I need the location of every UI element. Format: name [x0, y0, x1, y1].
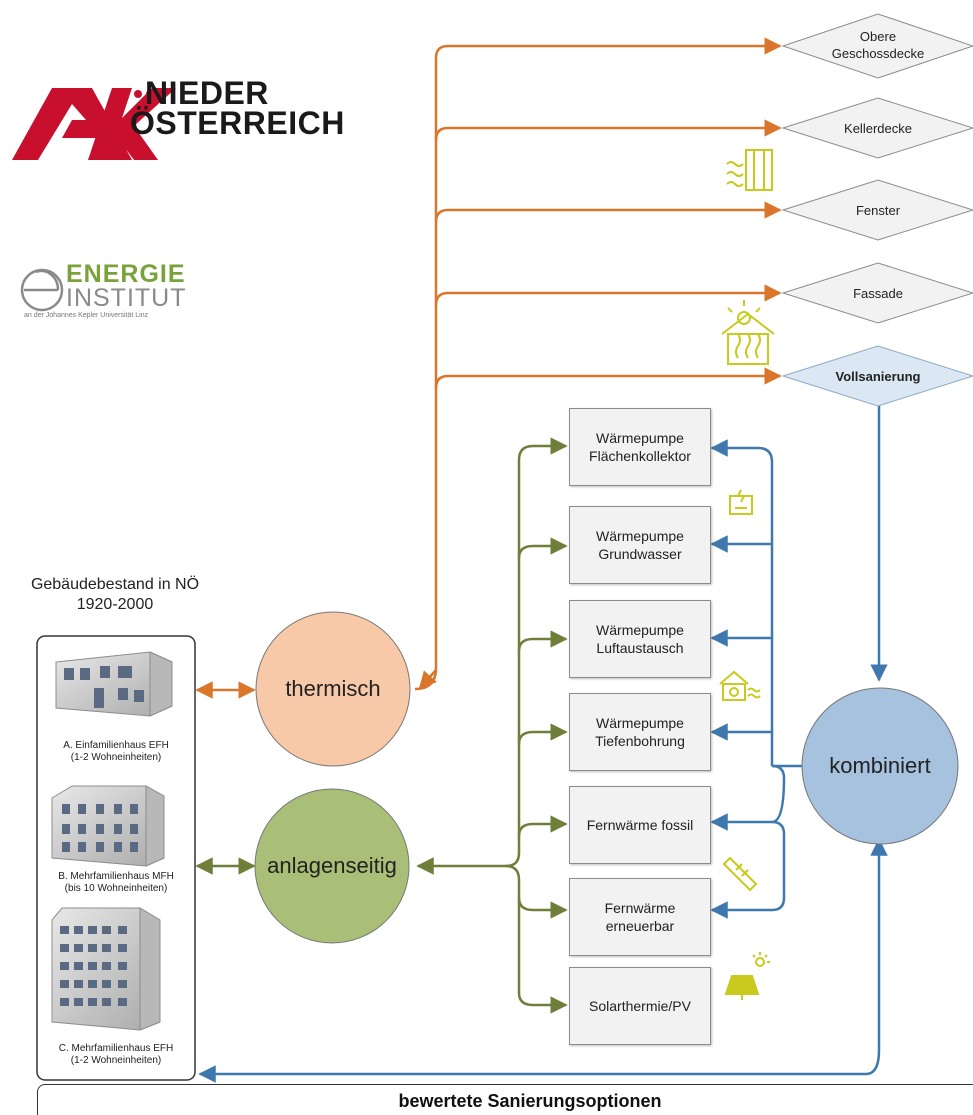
combined-connectors	[198, 394, 888, 1083]
building-stock-title-line2: 1920-2000	[76, 596, 154, 613]
option-line1: Solarthermie/PV	[589, 998, 691, 1014]
house-heating-icon	[721, 300, 775, 365]
diamond-fenster-label: Fenster	[855, 203, 901, 218]
node-thermisch-label: thermisch	[285, 676, 381, 701]
building-mfh-block-image	[51, 907, 161, 1031]
building-mfh-image	[51, 785, 165, 867]
building-label-c-line1: C. Mehrfamilienhaus EFH	[58, 1043, 174, 1054]
option-line2: Flächenkollektor	[589, 448, 691, 464]
district-heat-pipe-icon	[722, 856, 758, 892]
diamond-obere-geschossdecke[interactable]	[781, 13, 973, 79]
building-label-b-line2: (bis 10 Wohneinheiten)	[64, 883, 168, 894]
thermal-option-diamonds	[781, 13, 973, 407]
building-efh-image	[55, 651, 173, 717]
diamond-obere-label-line2: Geschossdecke	[831, 46, 925, 61]
diamond-obere-label-line1: Obere	[859, 29, 897, 44]
ak-logo	[12, 88, 176, 160]
building-label-c-line2: (1-2 Wohneinheiten)	[70, 1055, 162, 1066]
option-line2: Tiefenbohrung	[595, 733, 685, 749]
building-stock-title-line1: Gebäudebestand in NÖ	[30, 576, 200, 593]
thermal-connectors	[195, 37, 782, 699]
building-label-a-line1: A. Einfamilienhaus EFH	[63, 740, 169, 751]
energieinstitut-logo	[20, 268, 64, 312]
node-thermisch[interactable]	[255, 611, 411, 767]
heat-pump-unit-icon	[729, 489, 753, 515]
ei-logo-tagline: an der Johannes Kepler Universität Linz	[24, 312, 149, 319]
diamond-kellerdecke[interactable]	[781, 97, 973, 159]
diamond-fenster[interactable]	[781, 179, 973, 241]
ak-logo-line1: NIEDER	[145, 75, 269, 111]
ei-logo-line1: ENERGIE	[66, 260, 186, 288]
node-anlagenseitig[interactable]	[254, 788, 410, 944]
air-heat-pump-icon	[719, 670, 761, 701]
option-line2: Grundwasser	[598, 546, 682, 562]
option-solarthermie-pv[interactable]: Solarthermie/PV	[569, 967, 711, 1045]
option-line1: Wärmepumpe	[596, 622, 684, 638]
umlaut-dot	[146, 90, 154, 98]
option-line2: Luftaustausch	[596, 640, 684, 656]
option-line2: erneuerbar	[605, 918, 675, 934]
option-line1: Fernwärme	[604, 900, 676, 916]
node-kombiniert-label: kombiniert	[829, 753, 931, 778]
option-line1: Wärmepumpe	[596, 528, 684, 544]
ak-logo-line2: ÖSTERREICH	[130, 105, 345, 141]
diamond-kellerdecke-label: Kellerdecke	[844, 121, 912, 136]
evaluated-options-label: bewertete Sanierungsoptionen	[398, 1091, 662, 1111]
system-connectors	[195, 437, 568, 1014]
window-insulation-icon	[726, 149, 773, 191]
building-label-a: A. Einfamilienhaus EFH (1-2 Wohneinheite…	[37, 740, 195, 764]
option-line1: Wärmepumpe	[596, 430, 684, 446]
diamond-vollsanierung[interactable]	[781, 345, 973, 407]
building-label-b-line1: B. Mehrfamilienhaus MFH	[58, 871, 174, 882]
umlaut-dot	[134, 90, 142, 98]
building-stock-title: Gebäudebestand in NÖ 1920-2000	[20, 575, 210, 615]
building-label-c: C. Mehrfamilienhaus EFH (1-2 Wohneinheit…	[37, 1043, 195, 1067]
building-label-a-line2: (1-2 Wohneinheiten)	[70, 752, 162, 763]
option-fernwaerme-fossil[interactable]: Fernwärme fossil	[569, 786, 711, 864]
diamond-vollsanierung-label: Vollsanierung	[835, 369, 921, 384]
diamond-obere-label: Obere Geschossdecke	[808, 28, 948, 62]
building-label-b: B. Mehrfamilienhaus MFH (bis 10 Wohneinh…	[37, 871, 195, 895]
solar-panel-icon	[724, 952, 770, 1000]
option-fernwaerme-erneuerbar[interactable]: Fernwärme erneuerbar	[569, 878, 711, 956]
node-anlagenseitig-label: anlagenseitig	[267, 853, 397, 878]
node-kombiniert[interactable]	[801, 687, 959, 845]
diamond-fassade[interactable]	[781, 262, 973, 324]
ei-logo-line2: INSTITUT	[66, 284, 187, 312]
option-line1: Wärmepumpe	[596, 715, 684, 731]
option-line1: Fernwärme fossil	[586, 817, 694, 833]
diamond-fassade-label: Fassade	[853, 286, 903, 301]
